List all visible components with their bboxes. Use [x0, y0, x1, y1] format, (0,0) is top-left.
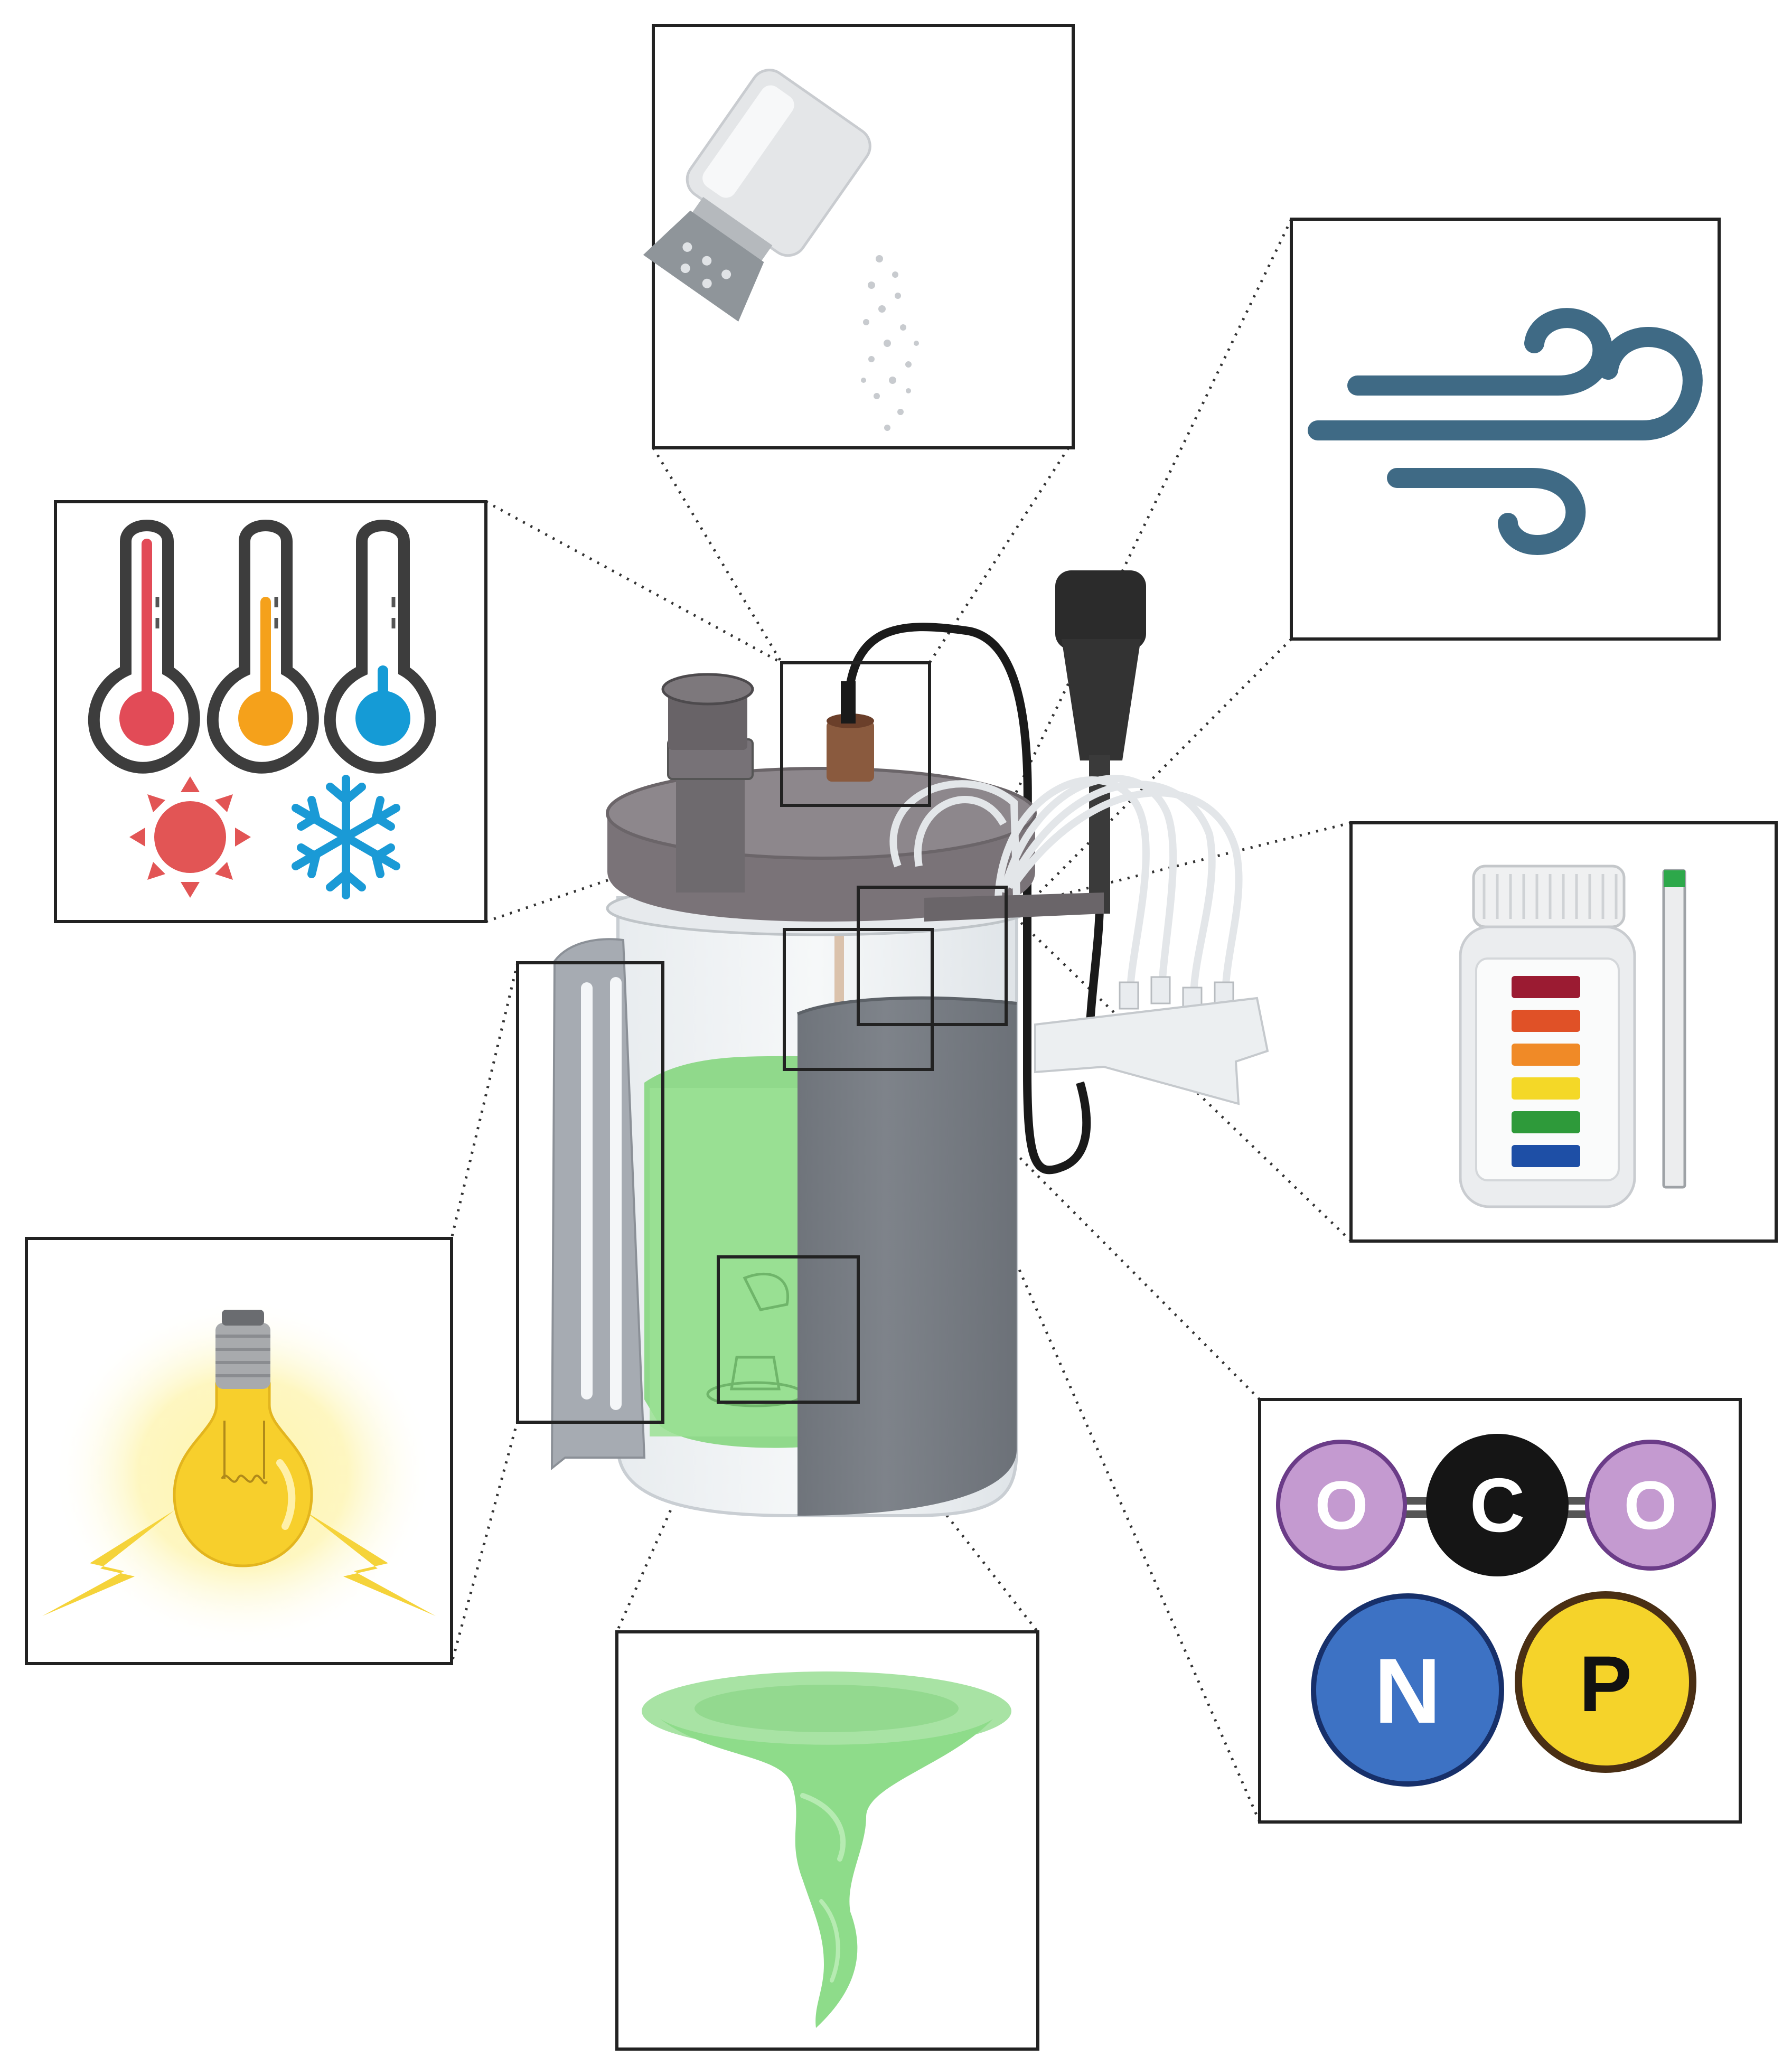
- snowflake-icon: [292, 775, 400, 899]
- ph-color-band: [1512, 1044, 1580, 1066]
- lid-port: [661, 673, 754, 893]
- panel-co2-nutrients: O C O N P: [1258, 1398, 1742, 1824]
- panel-light-bulb: [25, 1237, 453, 1665]
- oxygen-right-label: O: [1624, 1467, 1677, 1544]
- sun-icon: [129, 776, 251, 898]
- co2-molecule: O C O: [1276, 1434, 1716, 1576]
- nitrogen-label: N: [1374, 1640, 1441, 1743]
- oxygen-left-label: O: [1315, 1467, 1368, 1544]
- panel-vortex: [615, 1630, 1039, 2051]
- ph-color-band: [1512, 1111, 1580, 1133]
- thermometer-cold-icon: [324, 520, 436, 774]
- light-bulb-icon: [173, 1310, 313, 1567]
- phosphorus-label: P: [1579, 1639, 1632, 1728]
- vortex-icon: [642, 1671, 1011, 2028]
- ph-strip-icon: [1662, 869, 1686, 1189]
- heating-jacket-left: [550, 938, 646, 1471]
- light-sleeve: [798, 998, 1017, 1516]
- thermometer-hot-icon: [88, 520, 200, 774]
- thermometer-warm-icon: [207, 520, 319, 774]
- test-strip-bottle-icon: [1459, 865, 1636, 1208]
- salt-shaker-icon: [643, 69, 871, 322]
- brown-stopper: [827, 681, 874, 782]
- wind-icon: [1308, 308, 1703, 555]
- ph-color-band: [1512, 976, 1580, 998]
- tube-manifold: [1034, 976, 1269, 1105]
- salt-grains: [861, 255, 919, 431]
- photobioreactor: [516, 570, 1269, 1517]
- carbon-label: C: [1470, 1462, 1525, 1548]
- panel-temperature: [54, 500, 487, 923]
- ph-color-band: [1512, 1145, 1580, 1167]
- sensor-cable: [843, 623, 1091, 1175]
- phosphorus-atom: P: [1515, 1591, 1696, 1773]
- reactor-highlight-boxes: [516, 661, 1008, 1424]
- panel-wind-aeration: [1290, 218, 1721, 641]
- nitrogen-atom: N: [1311, 1593, 1504, 1787]
- panel-ph-strips: [1349, 821, 1778, 1243]
- panel-salt-shaker: [643, 24, 1075, 449]
- ph-color-band: [1512, 1077, 1580, 1100]
- ph-color-band: [1512, 1010, 1580, 1032]
- gas-tubing: [889, 775, 1243, 999]
